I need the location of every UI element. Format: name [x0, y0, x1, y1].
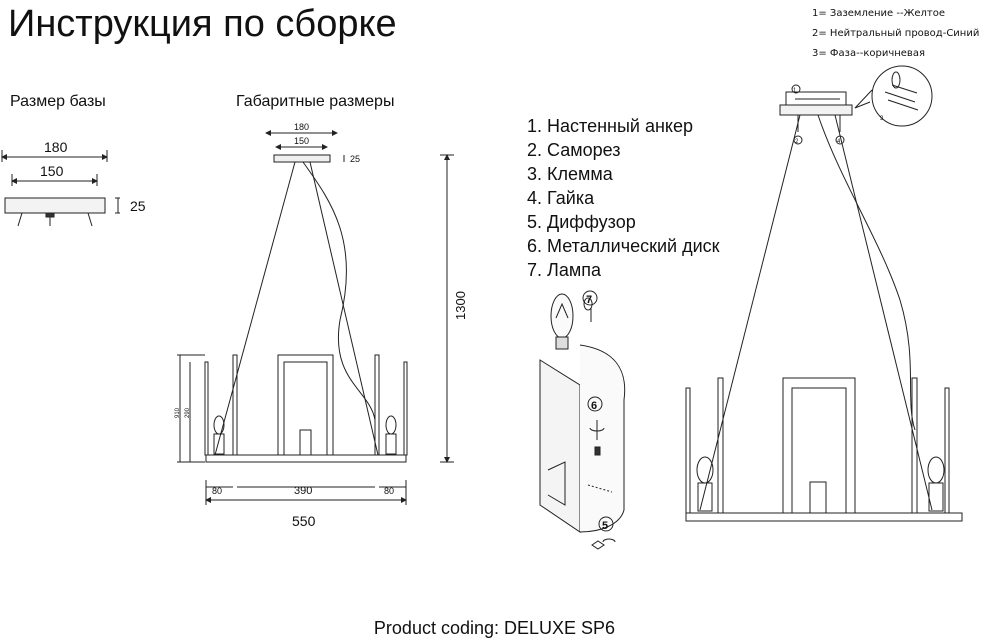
base-dim-outer: 180	[44, 139, 68, 155]
legend-phase: 3= Фаза--коричневая	[812, 48, 925, 59]
callout-anchor: 1	[793, 88, 797, 94]
exploded-assembly	[539, 293, 626, 550]
base-dim-inner: 150	[40, 163, 64, 179]
page-title: Инструкция по сборке	[8, 3, 397, 45]
product-code-footer: Product coding: DELUXE SP6	[373, 618, 616, 638]
overall-dim-left: 80	[212, 486, 222, 496]
callout-nut: 4	[837, 139, 841, 145]
callout-disc: 6	[591, 400, 597, 412]
part-item-disc: 6. Металлический диск	[527, 236, 720, 256]
installed-view	[685, 65, 963, 522]
overall-size-heading: Габаритные размеры	[236, 93, 395, 110]
callout-lamp: 7	[586, 294, 592, 306]
overall-dim-frame-outer: 910	[175, 407, 181, 418]
wiring-legend: 1= Заземление --Желтое 2= Нейтральный пр…	[812, 4, 979, 64]
part-item-anchor: 1. Настенный анкер	[527, 116, 693, 136]
base-dim-height: 25	[130, 198, 146, 214]
overall-dim-width: 550	[292, 513, 316, 529]
overall-drawing	[177, 130, 454, 505]
base-size-heading: Размер базы	[10, 93, 106, 110]
parts-list: 1. Настенный анкер 2. Саморез 3. Клемма …	[527, 114, 720, 282]
overall-dim-top-height: 25	[350, 154, 360, 164]
part-item-nut: 4. Гайка	[527, 188, 595, 208]
part-item-terminal: 3. Клемма	[527, 164, 613, 184]
legend-neutral: 2= Нейтральный провод-Синий	[812, 28, 980, 39]
callout-terminal: 3	[880, 116, 884, 122]
callout-screw: 2	[795, 139, 799, 145]
overall-dim-right: 80	[384, 486, 394, 496]
base-size-drawing	[1, 150, 120, 227]
overall-dim-top-outer: 180	[294, 122, 309, 132]
overall-dim-mid: 390	[294, 485, 312, 497]
callout-diffuser: 5	[602, 520, 608, 532]
installed-callouts	[791, 84, 845, 145]
part-item-diffuser: 5. Диффузор	[527, 212, 636, 232]
legend-ground: 1= Заземление --Желтое	[812, 8, 946, 19]
overall-dim-frame-inner: 290	[185, 407, 191, 418]
overall-dim-top-inner: 150	[294, 136, 309, 146]
part-item-lamp: 7. Лампа	[527, 260, 601, 280]
overall-dim-total-height: 1300	[453, 291, 468, 320]
callout-markers	[582, 290, 614, 532]
part-item-screw: 2. Саморез	[527, 140, 621, 160]
